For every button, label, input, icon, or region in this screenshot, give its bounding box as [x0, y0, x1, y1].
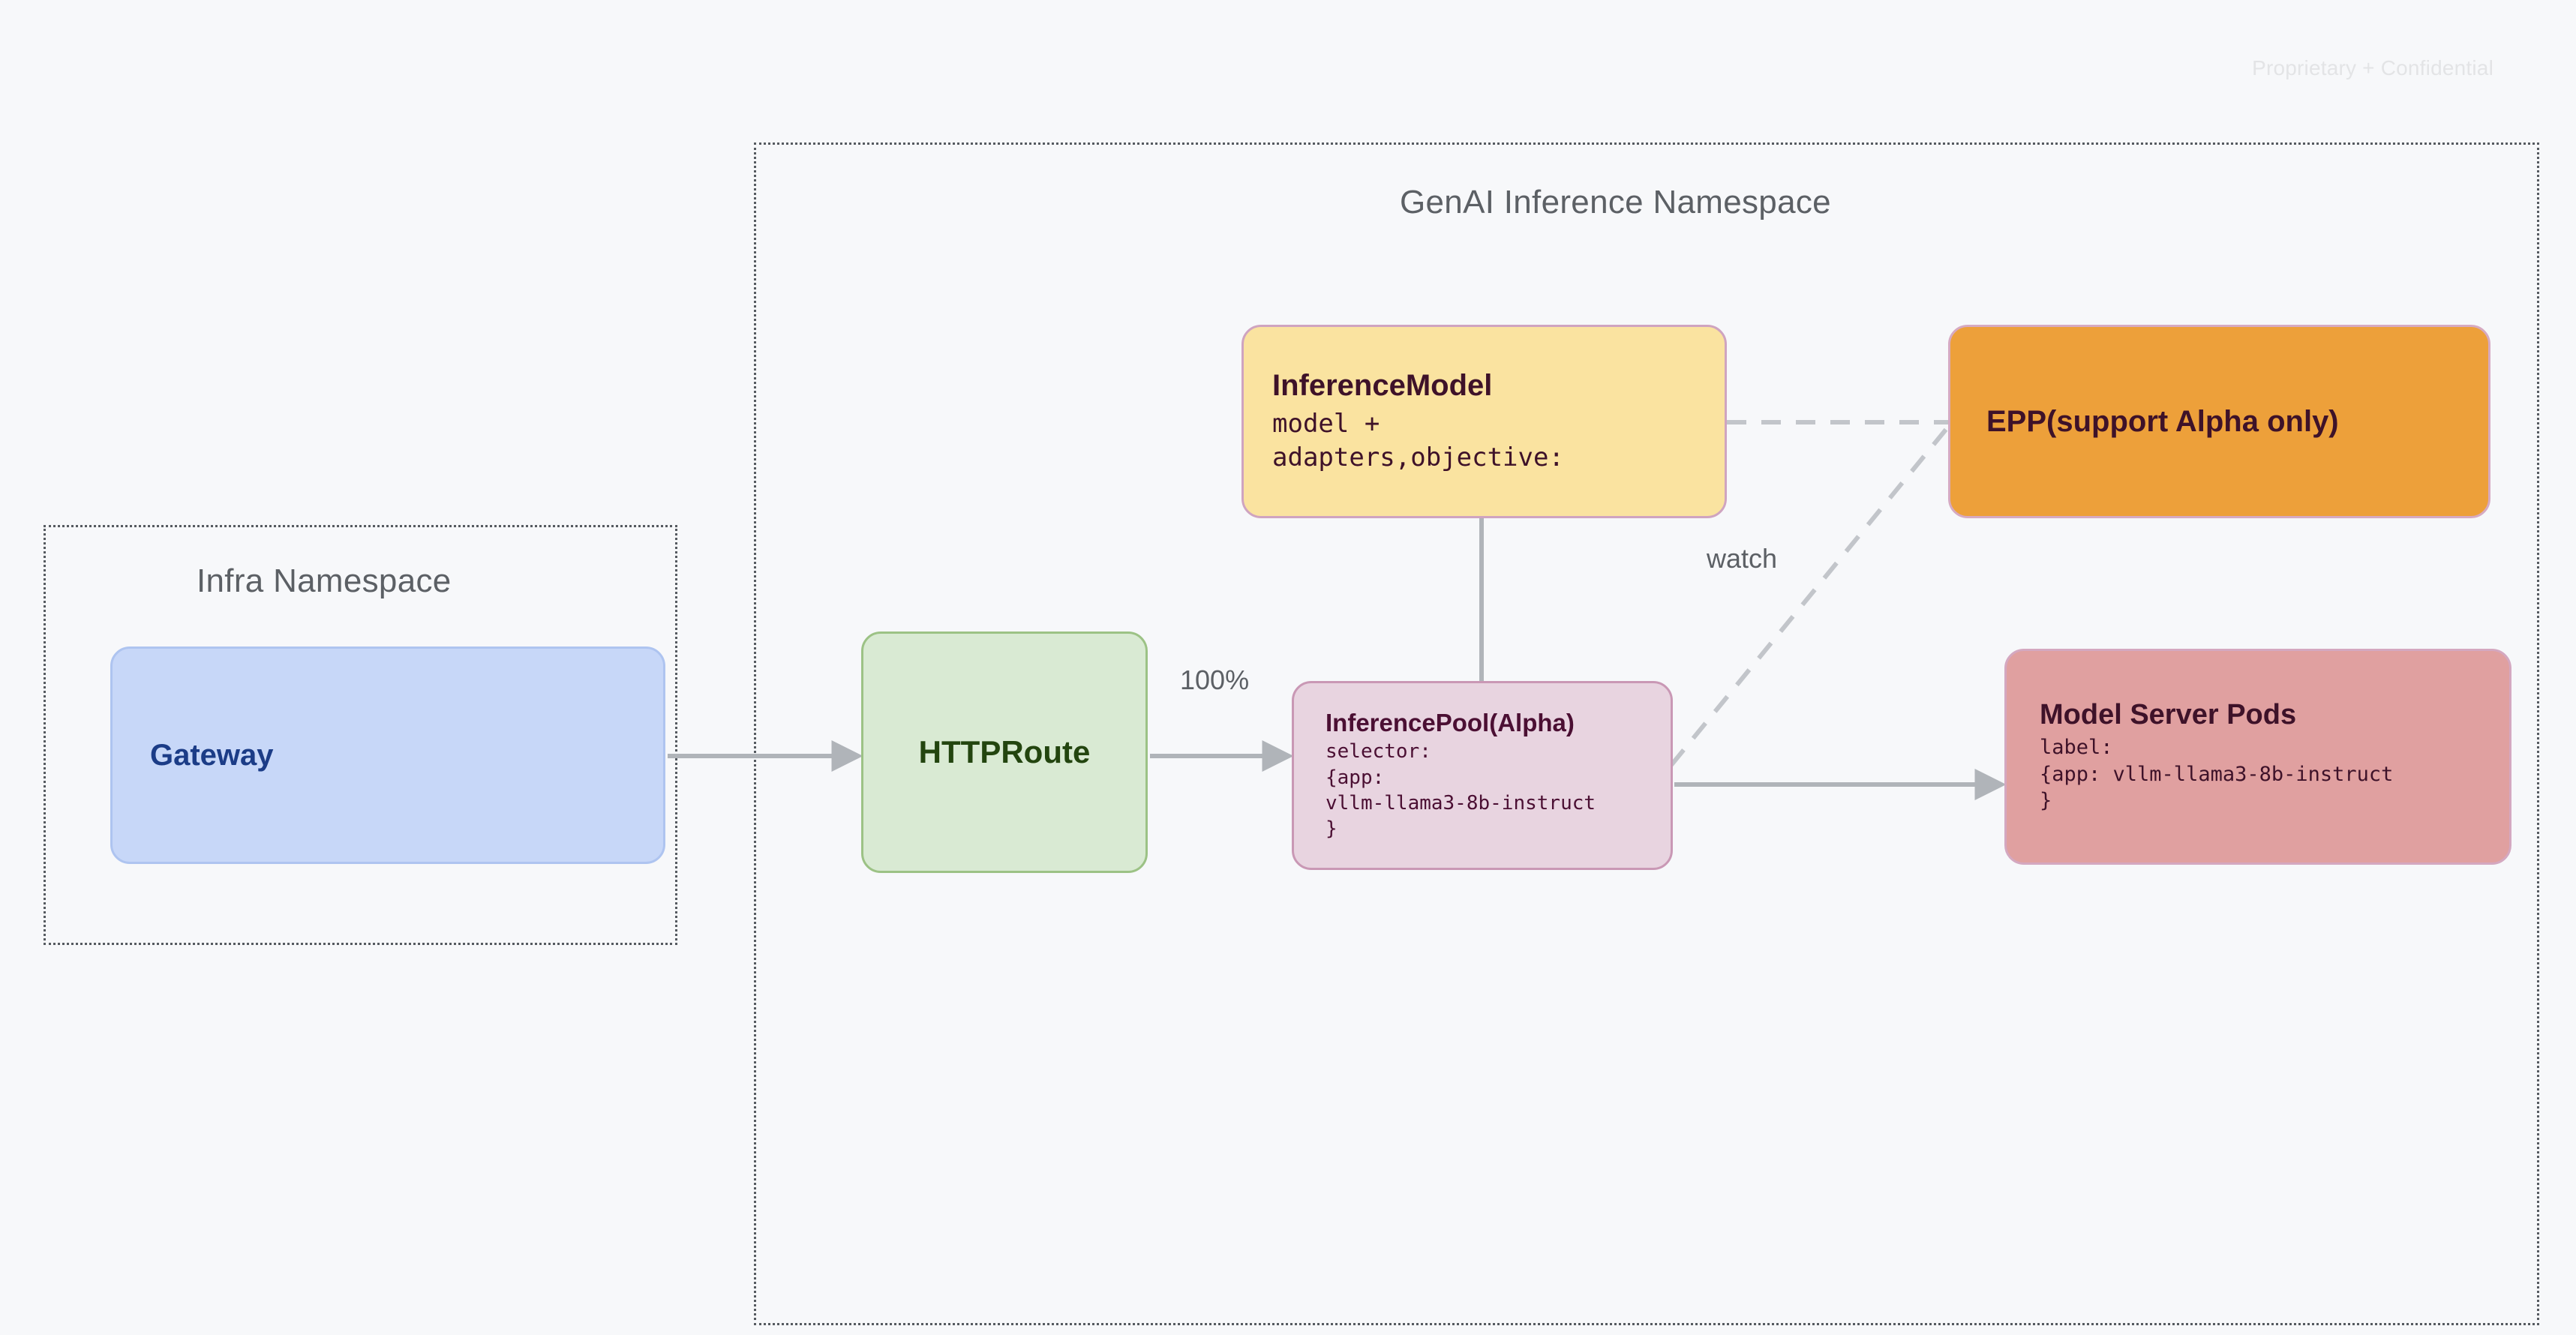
node-inferencepool-title: InferencePool(Alpha) [1326, 709, 1575, 737]
infra-namespace-title: Infra Namespace [197, 562, 452, 599]
infra-namespace-container [44, 525, 677, 945]
edge-label-watch: watch [1707, 543, 1778, 574]
node-inferencemodel-title: InferenceModel [1272, 368, 1493, 402]
node-httproute-title: HTTPRoute [918, 734, 1091, 770]
genai-namespace-container [754, 142, 2539, 1325]
genai-namespace-title: GenAI Inference Namespace [1400, 184, 1831, 220]
node-epp[interactable]: EPP(support Alpha only) [1948, 325, 2490, 518]
node-model-server-pods-title: Model Server Pods [2040, 699, 2297, 731]
node-httproute[interactable]: HTTPRoute [861, 632, 1148, 873]
node-model-server-pods[interactable]: Model Server Pods label: {app: vllm-llam… [2004, 649, 2511, 865]
node-inferencemodel[interactable]: InferenceModel model + adapters,objectiv… [1241, 325, 1727, 518]
node-epp-title: EPP(support Alpha only) [1986, 404, 2339, 438]
node-inferencepool[interactable]: InferencePool(Alpha) selector: {app: vll… [1292, 681, 1673, 870]
node-gateway-title: Gateway [150, 738, 274, 772]
node-gateway[interactable]: Gateway [110, 646, 665, 864]
edge-label-traffic-weight: 100% [1180, 664, 1250, 695]
node-inferencepool-spec: selector: {app: vllm-llama3-8b-instruct … [1326, 740, 1596, 841]
node-inferencemodel-spec: model + adapters,objective: [1272, 408, 1564, 472]
node-model-server-pods-spec: label: {app: vllm-llama3-8b-instruct } [2040, 736, 2394, 813]
watermark-text: Proprietary + Confidential [2252, 56, 2493, 80]
